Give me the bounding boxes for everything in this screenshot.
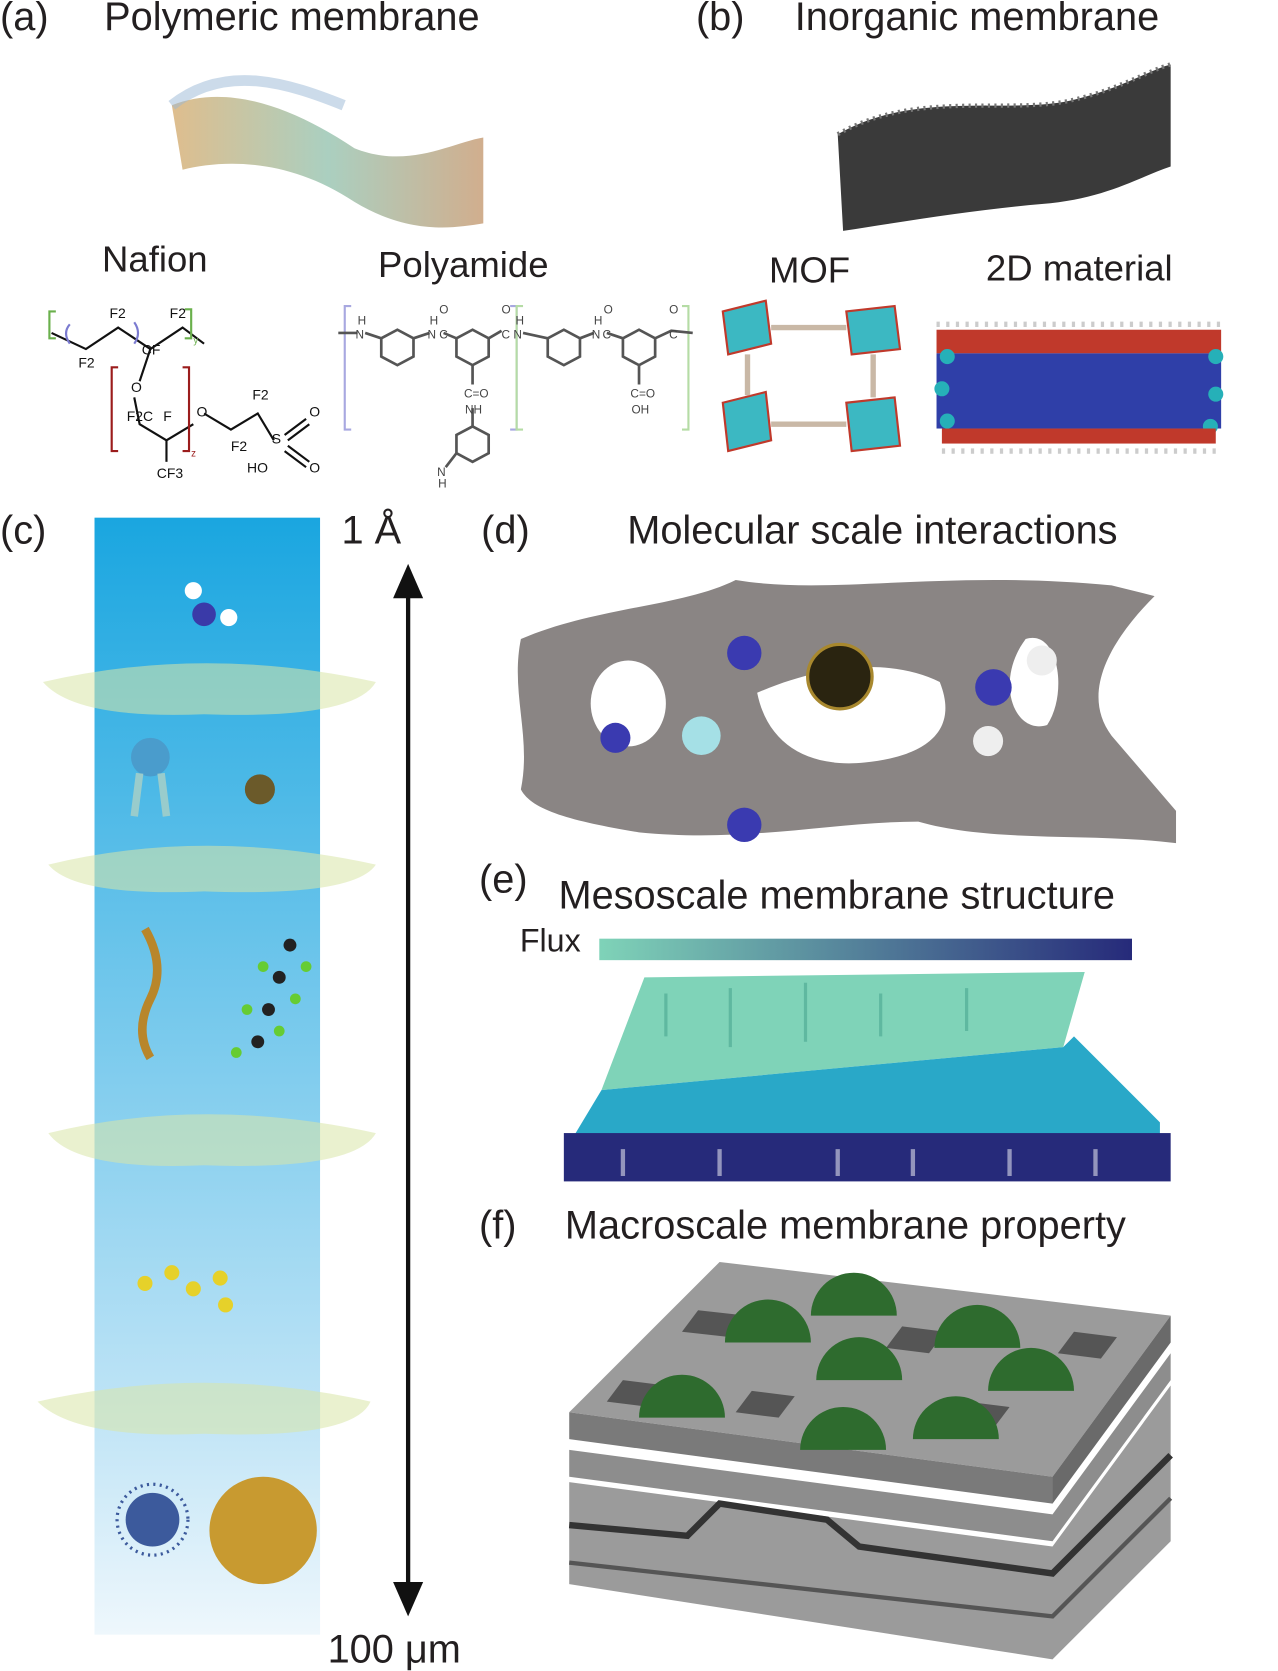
polyamide-atom: N [427,327,436,341]
nafion-atom: S [272,431,281,447]
nafion-atom: F2 [170,305,187,321]
inorganic-membrane-image [836,62,1172,231]
azide-molecule-icon [600,635,762,843]
fluorinated-molecule-icon [230,938,312,1058]
panel-b-label: (b) [695,0,745,39]
flux-colorbar [599,938,1132,961]
nafion-atom: F2 [110,305,127,321]
polyamide-atom: C [502,327,511,341]
polyamide-atom: H [430,313,439,327]
nafion-atom: F2C [127,408,153,424]
polyamide-atom: C [669,327,678,341]
nafion-atom: O [131,379,142,395]
polyamide-atom: O [604,303,613,317]
water-molecule-icon [973,645,1057,757]
polyamide-atom: N [437,465,446,479]
polyamide-structure: H N H N C O C O N H N H C O C O C=O NH C… [338,303,693,491]
hydrocarbon-molecule-icon [137,1265,234,1313]
polyamide-atom: H [516,313,525,327]
length-scale-illustrations [37,582,376,1585]
nafion-atom: HO [247,460,268,476]
scale-top-label: 1 Å [341,508,402,553]
polyamide-label: Polyamide [378,244,549,286]
polyamide-atom: N [513,327,522,341]
nafion-label: Nafion [102,239,208,281]
mof-structure-image [721,299,902,453]
polyamide-atom: C=O [464,386,489,400]
polyamide-atom: O [502,303,511,317]
polyamide-atom: OH [632,402,650,416]
nafion-atom: CF [142,341,161,357]
droplet-domes [639,1272,1074,1450]
polyamide-atom: C=O [630,386,655,400]
polyamide-atom: C [439,327,448,341]
nafion-structure: F2 F2 F2 CF O F2C F O F2 F2 S O O HO CF3… [48,305,320,481]
nafion-atom: F2 [252,387,269,403]
nafion-atom: z [191,448,196,459]
nafion-atom: O [309,460,320,476]
nafion-atom: y [193,336,198,347]
polyamide-atom: C [603,327,612,341]
polyamide-atom: O [439,303,448,317]
panel-a-label: (a) [0,0,49,39]
2d-material-label: 2D material [985,248,1173,289]
panel-e-title: Mesoscale membrane structure [558,873,1116,918]
molecular-interaction-image [517,579,1177,844]
polymer-chain-icon [138,926,162,1061]
polyamide-atom: N [355,327,364,341]
nafion-atom: O [197,404,208,420]
water-molecule-icon [184,582,238,627]
polyamide-atom: O [669,303,678,317]
panel-f-label: (f) [479,1202,517,1247]
panel-e-label: (e) [479,857,528,902]
polyamide-atom: N [592,327,601,341]
polyamide-atom: H [438,477,447,491]
cell-particle-icon [209,1476,317,1585]
virus-particle-icon [115,1482,190,1557]
colorbar-label: Flux [519,923,581,960]
scale-arrow-icon [393,563,424,1617]
panel-b-title: Inorganic membrane [794,0,1160,39]
panel-d-label: (d) [481,508,530,553]
ion-sphere-icon [244,774,275,805]
2d-material-image [934,321,1224,454]
nafion-atom: O [309,404,320,420]
polyamide-atom: H [358,313,367,327]
polyamide-atom: H [594,313,603,327]
scale-bottom-label: 100 μm [327,1627,461,1671]
polymeric-membrane-image [168,75,484,228]
nafion-atom: F [163,408,172,424]
ion-complex-icon [130,737,171,817]
panel-f-title: Macroscale membrane property [564,1202,1126,1247]
panel-d-title: Molecular scale interactions [627,508,1118,553]
mof-label: MOF [768,250,851,292]
mesoscale-structure-image [563,971,1171,1182]
nafion-atom: F2 [78,354,95,370]
nafion-atom: CF3 [157,465,184,481]
panel-c-label: (c) [0,508,47,553]
polyamide-atom: NH [465,402,482,416]
macroscale-membrane-image [568,1261,1173,1660]
metal-ion-icon [806,642,874,711]
panel-a-title: Polymeric membrane [104,0,480,39]
nafion-atom: F2 [231,438,248,454]
